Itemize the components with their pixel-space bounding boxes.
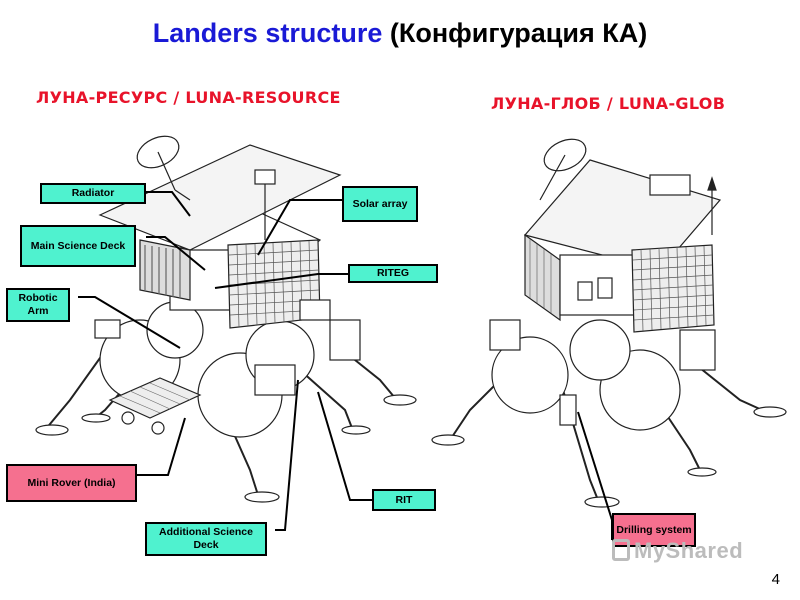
label-rit: RIT bbox=[372, 489, 436, 511]
label-radiator: Radiator bbox=[40, 183, 146, 204]
label-riteg: RITEG bbox=[348, 264, 438, 283]
subtitle-luna-resource: ЛУНА-РЕСУРС / LUNA-RESOURCE bbox=[36, 88, 341, 107]
label-additional-science-deck: Additional Science Deck bbox=[145, 522, 267, 556]
watermark-icon bbox=[612, 539, 630, 561]
slide-title: Landers structure (Конфигурация КА) bbox=[0, 18, 800, 49]
watermark-text: MyShared bbox=[634, 538, 744, 563]
subtitle-luna-glob: ЛУНА-ГЛОБ / LUNA-GLOB bbox=[491, 94, 726, 113]
label-main-science-deck: Main Science Deck bbox=[20, 225, 136, 267]
label-mini-rover: Mini Rover (India) bbox=[6, 464, 137, 502]
luna-resource-lander-drawing bbox=[35, 135, 417, 503]
label-solar-array: Solar array bbox=[342, 186, 418, 222]
page-number: 4 bbox=[771, 571, 780, 588]
title-english: Landers structure bbox=[152, 18, 383, 48]
label-robotic-arm: Robotic Arm bbox=[6, 288, 70, 322]
luna-glob-lander-drawing bbox=[431, 138, 787, 508]
title-russian: (Конфигурация КА) bbox=[382, 18, 648, 48]
watermark: MyShared bbox=[612, 538, 743, 564]
